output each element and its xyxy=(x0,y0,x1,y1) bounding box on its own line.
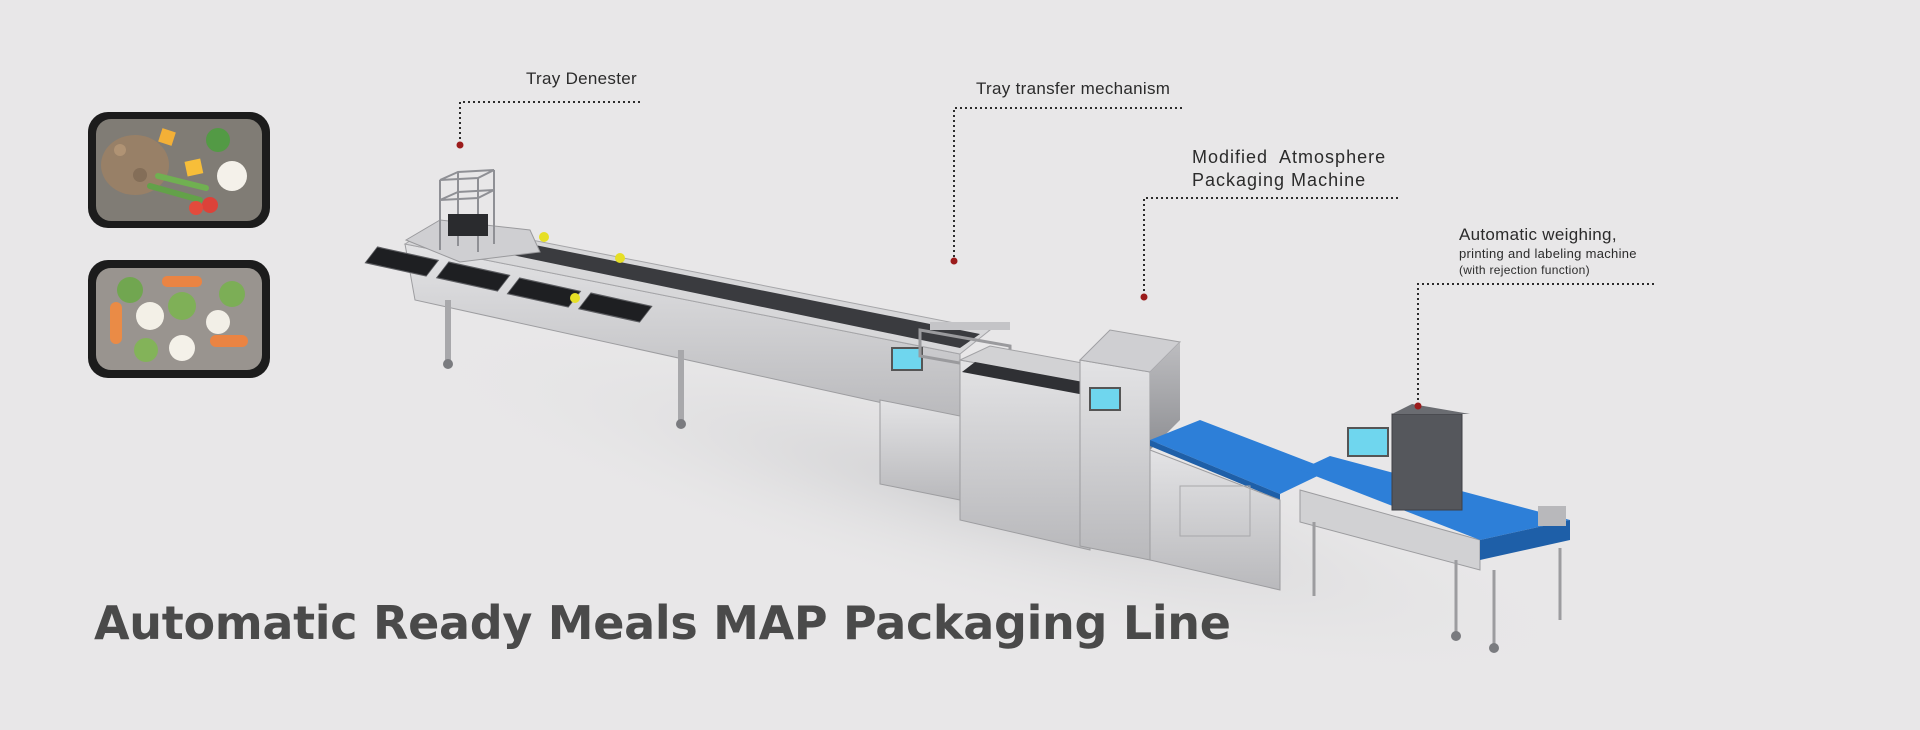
vegetable-tray-icon xyxy=(88,260,270,378)
label-map-machine: Modified Atmosphere Packaging Machine xyxy=(1192,146,1386,191)
label-weigh-line2: printing and labeling machine xyxy=(1459,246,1637,262)
label-weighing-machine: Automatic weighing, printing and labelin… xyxy=(1459,224,1637,278)
leader-dot-weighing xyxy=(1414,402,1422,410)
tray-denester xyxy=(404,169,541,263)
label-tray-denester: Tray Denester xyxy=(526,69,637,88)
leader-tray-denester xyxy=(459,101,640,143)
meal-tray-icon xyxy=(88,112,270,228)
leader-tray-transfer xyxy=(953,107,1182,258)
label-weigh-line3: (with rejection function) xyxy=(1459,262,1590,277)
label-weigh-line1: Automatic weighing, xyxy=(1459,225,1617,244)
leader-lines xyxy=(459,101,1654,404)
leader-endpoints xyxy=(456,141,1422,410)
leader-dot-denester xyxy=(456,141,464,149)
leader-dot-map xyxy=(1140,293,1148,301)
weighing-labeling-machine xyxy=(1299,404,1570,653)
leader-map-machine xyxy=(1143,197,1398,294)
label-map-line2: Packaging Machine xyxy=(1192,169,1367,190)
leader-dot-transfer xyxy=(950,257,958,265)
page-title: Automatic Ready Meals MAP Packaging Line xyxy=(94,596,1231,650)
label-tray-transfer: Tray transfer mechanism xyxy=(976,79,1171,98)
label-map-line1: Modified Atmosphere xyxy=(1192,147,1387,167)
infeed-conveyor xyxy=(364,221,992,429)
tray-transfer-mechanism xyxy=(879,322,1012,501)
map-machine xyxy=(1078,329,1330,591)
leader-weighing xyxy=(1417,283,1654,404)
